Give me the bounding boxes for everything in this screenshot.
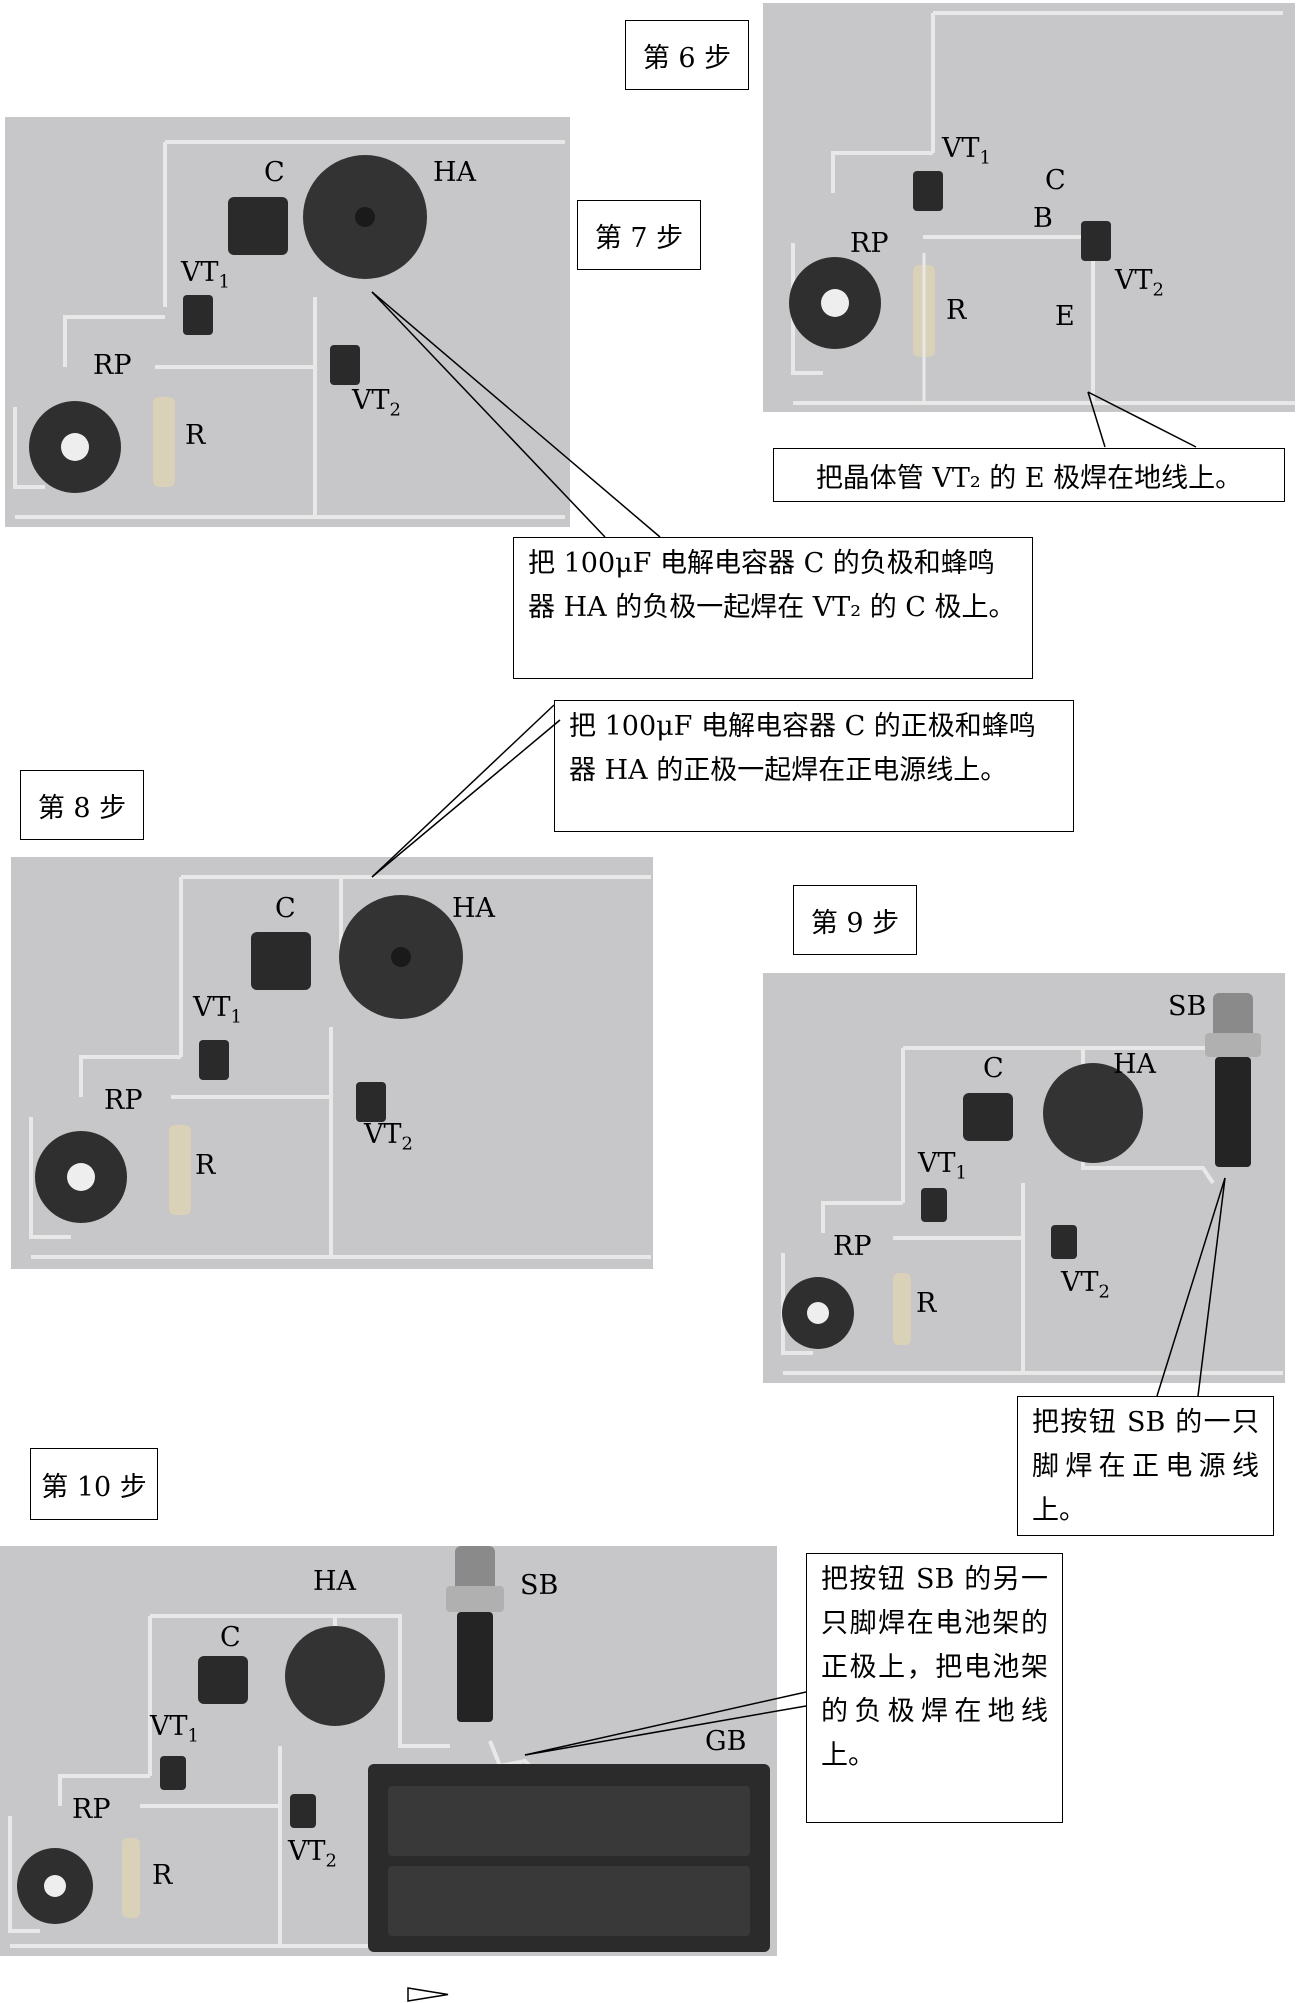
step-8-photo: C HA VT1 RP VT2 R [11,857,653,1269]
step-8-label: 第 8 步 [20,770,144,840]
r-label: R [185,420,206,451]
r-label: R [195,1150,216,1181]
step-8-circuit [29,875,651,1259]
leader-step8-a [371,704,555,878]
step-9-photo: SB C HA VT1 RP VT2 R [763,973,1285,1383]
r-label: R [946,295,967,326]
leader-step8-b [371,719,561,878]
step-6-caption: 把晶体管 VT₂ 的 E 极焊在地线上。 [773,448,1285,502]
rp-label: RP [104,1085,143,1116]
ha-label: HA [452,893,496,924]
step-10-circuit [8,1546,770,1952]
step-7-circuit [13,140,565,519]
vt1-label: VT1 [942,133,991,169]
step-10-label: 第 10 步 [30,1448,158,1520]
step-8-caption: 把 100μF 电解电容器 C 的正极和蜂鸣器 HA 的正极一起焊在正电源线上。 [554,700,1074,832]
ha-label: HA [433,157,477,188]
vt1-label: VT1 [181,257,230,293]
b-label: B [1033,203,1053,234]
step-6-photo: VT1 C B RP VT2 R E [763,3,1295,412]
step-10-photo: HA SB C VT1 GB RP VT2 R [0,1546,777,1956]
sb-label: SB [520,1570,559,1601]
c-label: C [220,1622,241,1653]
vt1-label: VT1 [193,992,242,1028]
vt1-label: VT1 [150,1711,199,1747]
step-6-label: 第 6 步 [625,20,749,90]
ha-label: HA [1113,1049,1157,1080]
step-9-label: 第 9 步 [793,885,917,955]
step-9-caption: 把按钮 SB 的一只脚焊在正电源线上。 [1017,1396,1274,1536]
c-label: C [983,1053,1004,1084]
rp-label: RP [72,1794,111,1825]
e-label: E [1055,301,1075,332]
rp-label: RP [833,1231,872,1262]
triangle-marker-icon [407,1987,449,2002]
vt2-label: VT2 [352,385,401,421]
step-7-photo: C HA VT1 RP VT2 R [5,117,570,527]
step-10-caption: 把按钮 SB 的另一只脚焊在电池架的正极上，把电池架的负极焊在地线上。 [806,1553,1063,1823]
vt2-label: VT2 [364,1119,413,1155]
step-6-circuit [789,11,1295,405]
c-label: C [1045,165,1066,196]
r-label: R [916,1288,937,1319]
vt2-label: VT2 [288,1836,337,1872]
step-7-caption: 把 100μF 电解电容器 C 的负极和蜂鸣器 HA 的负极一起焊在 VT₂ 的… [513,537,1033,679]
sb-label: SB [1168,991,1207,1022]
rp-label: RP [93,350,132,381]
vt1-label: VT1 [918,1148,967,1184]
gb-label: GB [705,1726,747,1757]
ha-label: HA [313,1566,357,1597]
step-7-label: 第 7 步 [577,200,701,270]
c-label: C [275,893,296,924]
rp-label: RP [850,228,889,259]
vt2-label: VT2 [1115,265,1164,301]
c-label: C [264,157,285,188]
r-label: R [152,1860,173,1891]
step-9-circuit [781,993,1283,1375]
vt2-label: VT2 [1061,1267,1110,1303]
